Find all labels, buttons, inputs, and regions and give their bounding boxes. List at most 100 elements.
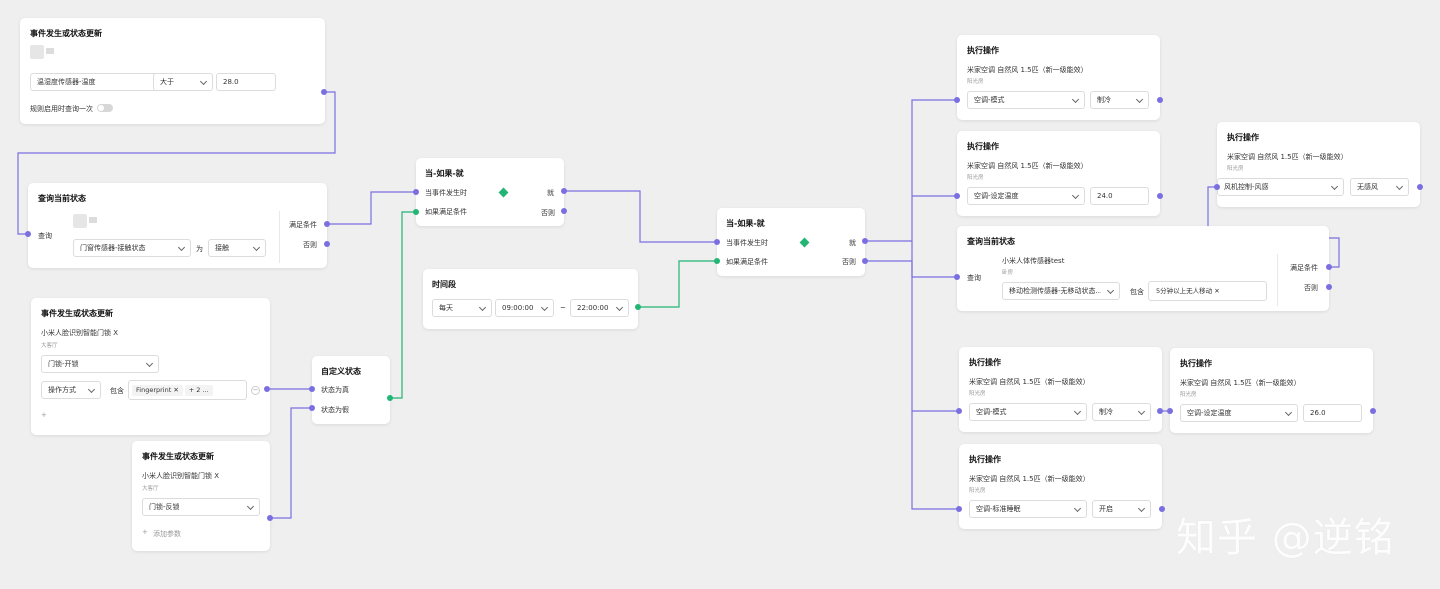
action-select[interactable]: 空调-设定温度 (967, 187, 1085, 205)
when-if-then-node-1[interactable]: 当-如果-就 当事件发生时 如果满足条件 就 否则 (416, 158, 564, 226)
close-icon[interactable]: ✕ (1214, 286, 1220, 295)
param-select[interactable]: 操作方式 (41, 381, 101, 399)
value-input[interactable]: 26.0 (1303, 404, 1362, 422)
output-port-yes[interactable] (1326, 264, 1332, 270)
input-port-false[interactable] (309, 405, 315, 411)
input-port[interactable] (1167, 408, 1173, 414)
input-port[interactable] (956, 506, 962, 512)
operator-select[interactable]: 大于 (153, 73, 213, 91)
action-node-ac-temp-26[interactable]: 执行操作 米家空调 自然风 1.5匹（新一级能效） 阳光房 空调-设定温度 26… (1170, 348, 1373, 433)
room-name: 阳光房 (1180, 392, 1197, 398)
event-select[interactable]: 门锁-开锁 (41, 355, 159, 373)
close-icon[interactable]: ✕ (173, 385, 179, 394)
repeat-select[interactable]: 每天 (432, 299, 492, 317)
event-select[interactable]: 门锁-反锁 (142, 498, 260, 516)
output-port-no[interactable] (1326, 284, 1332, 290)
output-port[interactable] (321, 89, 327, 95)
output-port[interactable] (264, 386, 270, 392)
query-node-motion[interactable]: 查询当前状态 查询 小米人体传感器test 卧房 移动检测传感器-无移动状态..… (957, 226, 1329, 311)
output-port[interactable] (1157, 193, 1163, 199)
event-node-lock-deadbolt[interactable]: 事件发生或状态更新 小米人脸识别智能门锁 X 大客厅 门锁-反锁 + 添加参数 (132, 441, 270, 551)
wire-n8-n9 (865, 99, 957, 242)
device-name: 小米人体传感器test (1002, 257, 1065, 265)
input-port[interactable] (954, 193, 960, 199)
chevron-down-icon (246, 502, 255, 511)
if-label: 如果满足条件 (425, 208, 467, 216)
input-port-if[interactable] (714, 258, 720, 264)
value-input[interactable]: 28.0 (216, 73, 276, 91)
value-multiselect[interactable]: 5分钟以上无人移动 ✕ (1148, 281, 1267, 301)
value-multiselect[interactable]: Fingerprint ✕+ 2 ... (128, 380, 247, 400)
action-select[interactable]: 空调-模式 (967, 91, 1085, 109)
more-values-chip[interactable]: + 2 ... (184, 384, 213, 396)
start-time-select[interactable]: 09:00:00 (495, 299, 554, 317)
wire-n5-n6 (390, 211, 416, 399)
action-node-ac-temp-24[interactable]: 执行操作 米家空调 自然风 1.5匹（新一级能效） 阳光房 空调-设定温度 24… (957, 131, 1160, 216)
plus-icon[interactable]: + (41, 411, 47, 419)
attribute-select[interactable]: 移动检测传感器-无移动状态... (1002, 282, 1120, 300)
add-param-link[interactable]: 添加参数 (153, 530, 181, 538)
time-period-node[interactable]: 时间段 每天 09:00:00 ~ 22:00:00 (423, 269, 638, 329)
event-node-lock-open[interactable]: 事件发生或状态更新 小米人脸识别智能门锁 X 大客厅 门锁-开锁 操作方式 包含… (31, 298, 270, 435)
value-select[interactable]: 制冷 (1092, 403, 1151, 421)
output-port[interactable] (1370, 408, 1376, 414)
output-port-yes[interactable] (324, 221, 330, 227)
output-port[interactable] (1159, 506, 1165, 512)
query-on-enable-toggle[interactable] (97, 104, 113, 112)
output-port[interactable] (635, 304, 641, 310)
output-port-no[interactable] (324, 241, 330, 247)
event-node-temperature[interactable]: 事件发生或状态更新 温湿度传感器-温度 大于 28.0 规则启用时查询一次 (20, 18, 325, 124)
output-port-then[interactable] (862, 238, 868, 244)
input-port-when[interactable] (714, 239, 720, 245)
chevron-down-icon (1137, 407, 1146, 416)
minus-icon[interactable]: − (251, 386, 260, 395)
action-node-fan-feel[interactable]: 执行操作 米家空调 自然风 1.5匹（新一级能效） 阳光房 风机控制-风感 无感… (1217, 122, 1420, 207)
output-port[interactable] (1157, 97, 1163, 103)
action-select[interactable]: 空调-设定温度 (1180, 404, 1298, 422)
value-select[interactable]: 接触 (208, 239, 266, 257)
plus-icon[interactable]: + (142, 528, 148, 536)
action-select[interactable]: 空调-模式 (969, 403, 1087, 421)
output-port[interactable] (1157, 408, 1163, 414)
value-input[interactable]: 24.0 (1090, 187, 1149, 205)
device-name: 小米人脸识别智能门锁 X (142, 472, 220, 480)
query-node-door[interactable]: 查询当前状态 查询 门窗传感器-接触状态 为 接触 满足条件 否则 (28, 183, 327, 268)
input-port-when[interactable] (413, 189, 419, 195)
node-title: 自定义状态 (321, 367, 361, 376)
output-port[interactable] (1417, 184, 1423, 190)
value-select[interactable]: 制冷 (1090, 91, 1149, 109)
action-node-ac-mode[interactable]: 执行操作 米家空调 自然风 1.5匹（新一级能效） 阳光房 空调-模式 制冷 (957, 35, 1160, 120)
chevron-down-icon (1071, 191, 1080, 200)
device-name: 米家空调 自然风 1.5匹（新一级能效） (969, 475, 1090, 483)
input-port[interactable] (25, 231, 31, 237)
input-port-if[interactable] (413, 209, 419, 215)
output-port[interactable] (267, 515, 273, 521)
custom-state-node[interactable]: 自定义状态 状态为真 状态为假 (312, 356, 390, 424)
chevron-down-icon (478, 303, 487, 312)
node-title: 事件发生或状态更新 (30, 29, 102, 38)
input-port[interactable] (956, 408, 962, 414)
chevron-down-icon (1284, 408, 1293, 417)
attribute-select[interactable]: 门窗传感器-接触状态 (73, 239, 191, 257)
input-port[interactable] (1214, 184, 1220, 190)
action-node-ac-mode-2[interactable]: 执行操作 米家空调 自然风 1.5匹（新一级能效） 阳光房 空调-模式 制冷 (959, 347, 1162, 432)
output-port-else[interactable] (862, 258, 868, 264)
value-select[interactable]: 无感风 (1350, 178, 1409, 196)
action-select[interactable]: 风机控制-风感 (1217, 178, 1344, 196)
device-name: 米家空调 自然风 1.5匹（新一级能效） (967, 162, 1088, 170)
action-select[interactable]: 空调-标准睡眠 (969, 500, 1087, 518)
input-port[interactable] (954, 97, 960, 103)
output-port-then[interactable] (561, 188, 567, 194)
output-port-else[interactable] (561, 208, 567, 214)
when-if-then-node-2[interactable]: 当-如果-就 当事件发生时 如果满足条件 就 否则 (717, 208, 865, 276)
end-time-select[interactable]: 22:00:00 (570, 299, 629, 317)
input-port[interactable] (954, 274, 960, 280)
value-select[interactable]: 开启 (1092, 500, 1151, 518)
operator-label: 为 (196, 245, 203, 253)
input-port-true[interactable] (309, 386, 315, 392)
device-name: 米家空调 自然风 1.5匹（新一级能效） (969, 378, 1090, 386)
output-port[interactable] (387, 395, 393, 401)
attribute-select[interactable]: 温湿度传感器-温度 (30, 73, 170, 91)
action-node-ac-sleep[interactable]: 执行操作 米家空调 自然风 1.5匹（新一级能效） 阳光房 空调-标准睡眠 开启 (959, 444, 1162, 529)
then-label: 就 (547, 189, 554, 197)
